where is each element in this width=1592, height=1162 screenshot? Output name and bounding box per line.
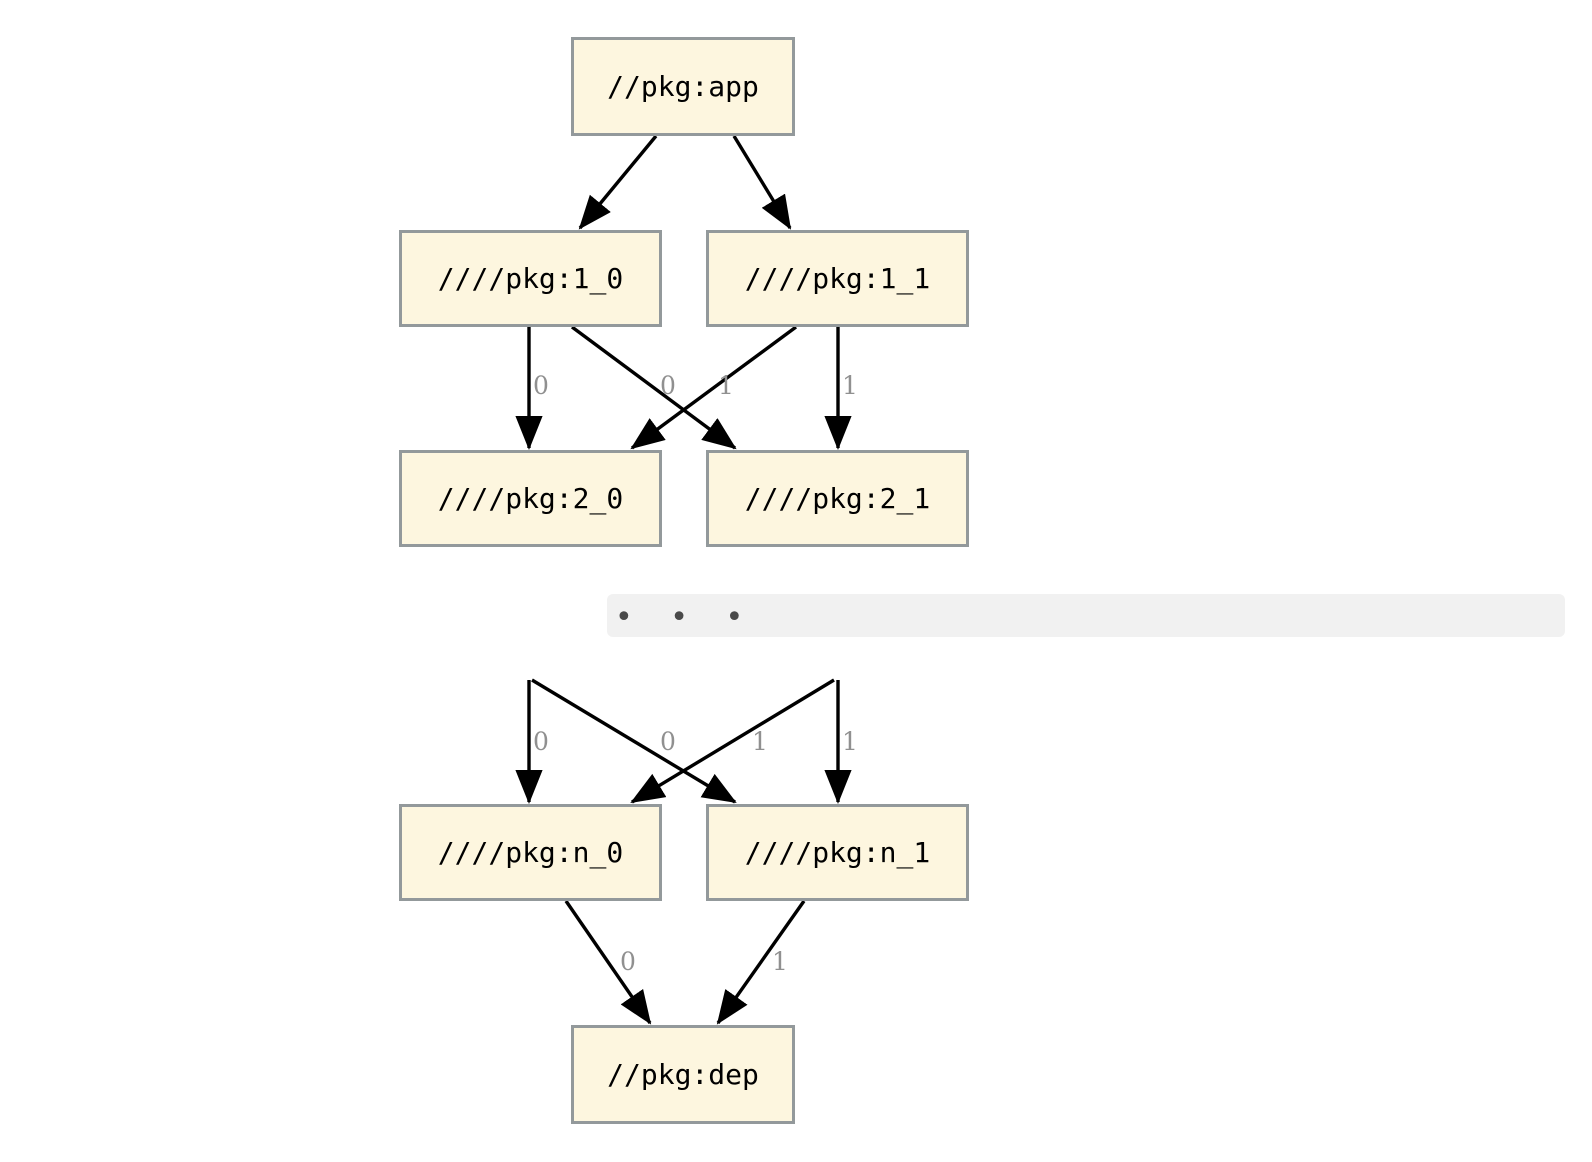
graph-node-n1_1[interactable]: ////pkg:1_1 — [706, 230, 969, 327]
graph-edge — [630, 325, 798, 450]
graph-edge-label: 1 — [842, 727, 858, 756]
edge-lines — [515, 134, 852, 1025]
graph-node-dep[interactable]: //pkg:dep — [571, 1025, 795, 1124]
graph-node-label: //pkg:app — [607, 70, 759, 103]
graph-edge-label: 1 — [842, 371, 858, 400]
ellipsis-truncation-band: • • • — [607, 594, 1565, 637]
graph-node-label: //pkg:dep — [607, 1058, 759, 1091]
ellipsis-dots: • • • — [615, 600, 758, 635]
graph-edge-label: 0 — [533, 727, 549, 756]
graph-edge — [630, 678, 835, 804]
graph-node-n1_0[interactable]: ////pkg:1_0 — [399, 230, 662, 327]
graph-edge-label: 0 — [660, 727, 676, 756]
graph-node-label: ////pkg:n_1 — [744, 836, 931, 869]
graph-node-label: ////pkg:n_0 — [437, 836, 624, 869]
graph-node-label: ////pkg:2_1 — [744, 482, 931, 515]
graph-edge — [732, 135, 792, 230]
graph-node-nn_1[interactable]: ////pkg:n_1 — [706, 804, 969, 901]
graph-node-label: ////pkg:1_1 — [744, 262, 931, 295]
graph-edge — [531, 678, 737, 804]
graph-edge-label: 0 — [620, 947, 636, 976]
graph-edge-label: 1 — [752, 727, 768, 756]
graph-edge-label: 0 — [660, 371, 676, 400]
graph-edge — [570, 325, 737, 450]
graph-edge — [716, 900, 806, 1025]
graph-node-label: ////pkg:1_0 — [437, 262, 624, 295]
graph-edge-label: 1 — [772, 947, 788, 976]
graph-edge-label: 1 — [718, 371, 734, 400]
graph-node-n2_0[interactable]: ////pkg:2_0 — [399, 450, 662, 547]
graph-node-nn_0[interactable]: ////pkg:n_0 — [399, 804, 662, 901]
graph-edge — [578, 134, 658, 230]
graph-node-app[interactable]: //pkg:app — [571, 37, 795, 136]
graph-edge-label: 0 — [533, 371, 549, 400]
graph-edge — [564, 900, 652, 1025]
graph-node-label: ////pkg:2_0 — [437, 482, 624, 515]
graph-node-n2_1[interactable]: ////pkg:2_1 — [706, 450, 969, 547]
